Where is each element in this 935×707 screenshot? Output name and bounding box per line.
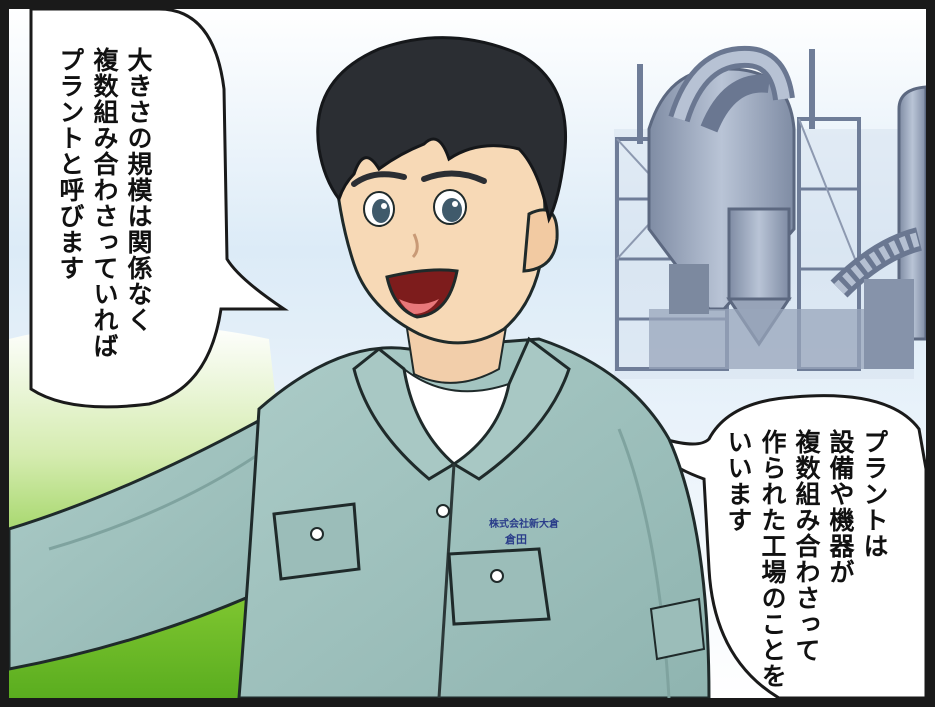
bubble-right-line-2: 設備や機器が: [826, 429, 855, 585]
badge-name-text: 倉田: [504, 532, 527, 546]
bubble-left-line-3: プラントと呼びます: [56, 47, 85, 281]
industrial-plant: [614, 45, 926, 379]
badge-company-text: 株式会社新大倉: [489, 517, 560, 530]
bubble-left-line-2: 複数組み合わさっていれば: [90, 47, 119, 359]
bubble-right-text: プラントは 設備や機器が 複数組み合わさって 作られた工場のことを いいます: [721, 429, 891, 689]
name-badge: 株式会社新大倉 倉田: [489, 517, 560, 546]
bubble-right-line-3: 複数組み合わさって: [792, 429, 821, 663]
bubble-right-line-5: いいます: [724, 429, 753, 533]
bubble-left-line-1: 大きさの規模は関係なく: [124, 47, 153, 333]
bubble-right-line-4: 作られた工場のことを: [758, 429, 787, 689]
speech-bubble-right: [659, 394, 926, 698]
bubble-left-text: 大きさの規模は関係なく 複数組み合わさっていれば プラントと呼びます: [53, 47, 155, 359]
scene-illustration: 株式会社新大倉 倉田: [9, 9, 926, 698]
speech-bubble-left: [29, 9, 289, 409]
bubble-right-line-1: プラントは: [860, 429, 889, 559]
worker-character: [9, 36, 711, 698]
